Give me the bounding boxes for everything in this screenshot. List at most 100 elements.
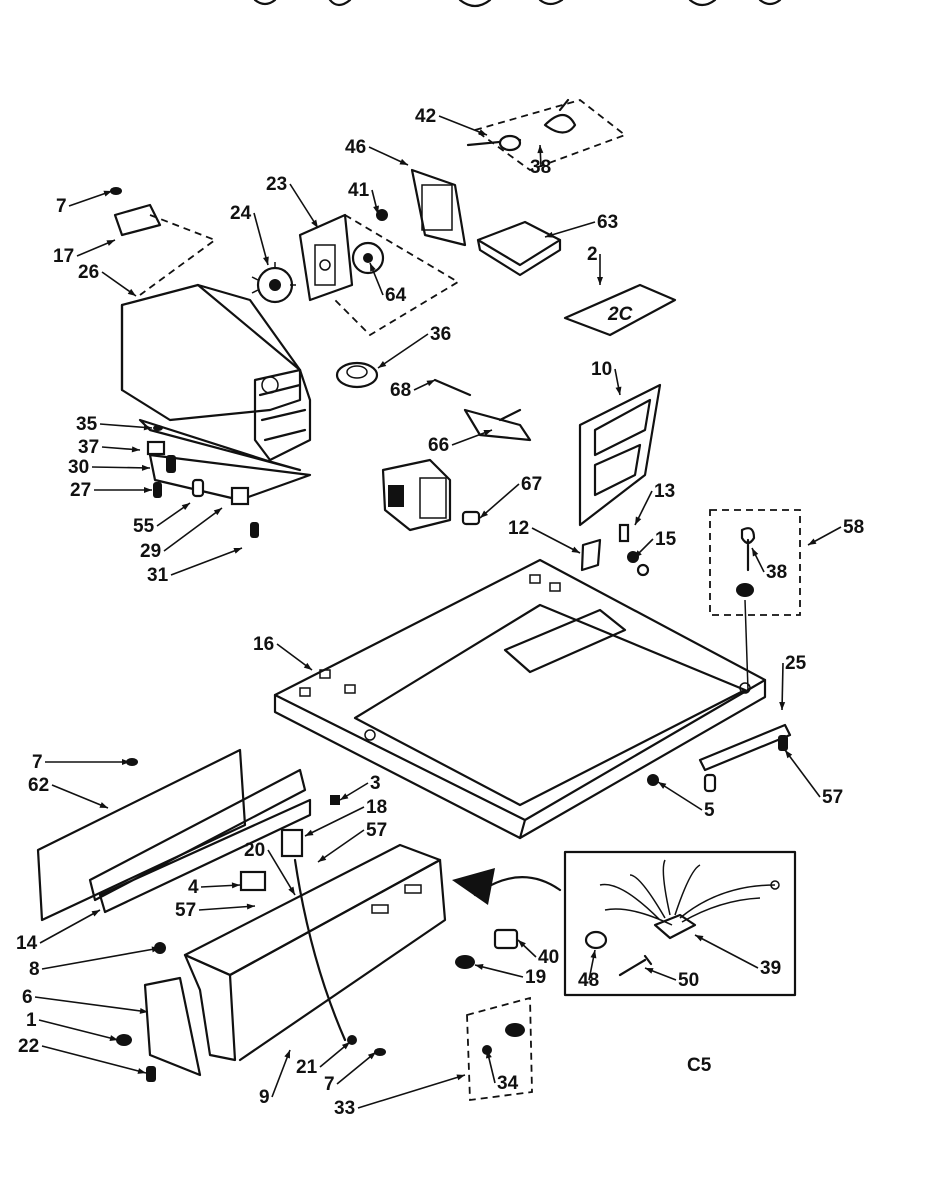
leader-arrowhead-c42 <box>478 129 487 135</box>
rear-panel-part-62 <box>36 748 247 922</box>
callout-label-c15: 15 <box>655 529 677 550</box>
leader-line-c31 <box>170 547 243 576</box>
leader-arrowhead-c9 <box>284 1050 290 1059</box>
callout-label-c57c: 57 <box>175 900 196 921</box>
lock-key-part-38 <box>740 527 756 572</box>
leader-arrowhead-c29 <box>213 508 222 516</box>
callout-label-c14: 14 <box>16 933 38 954</box>
leader-line-c39 <box>694 934 759 969</box>
leader-line-c30 <box>91 466 151 469</box>
callout-label-c1: 1 <box>26 1010 37 1031</box>
leader-arrowhead-c14 <box>91 910 100 917</box>
screw-part-57 <box>778 735 788 751</box>
callout-label-c31: 31 <box>147 565 169 586</box>
leader-arrowhead-c26 <box>127 288 136 296</box>
leader-line-c57b <box>317 829 365 863</box>
label-part-2 <box>563 283 677 337</box>
thermostat-part-66 <box>463 408 532 442</box>
leader-line-c24 <box>253 212 269 266</box>
callout-label-c66: 66 <box>428 435 449 456</box>
leader-line-c12 <box>531 527 581 554</box>
callout-label-c21: 21 <box>296 1057 318 1078</box>
callout-label-c64: 64 <box>385 285 407 306</box>
housing-hardware <box>146 425 259 538</box>
leader-arrowhead-c38b <box>752 548 759 557</box>
label-text: 2C <box>607 304 633 325</box>
knob-clip-part-38 <box>543 98 577 134</box>
leader-arrowhead-c58 <box>808 538 817 545</box>
callout-label-c20: 20 <box>244 840 265 861</box>
leader-arrowhead-c35 <box>143 424 152 431</box>
leader-arrowhead-c25 <box>779 701 786 710</box>
callout-label-c55: 55 <box>133 516 155 537</box>
callout-label-c39: 39 <box>760 958 781 979</box>
callout-label-c22: 22 <box>18 1036 39 1057</box>
callout-label-c6: 6 <box>22 987 33 1008</box>
leader-arrowhead-c10 <box>615 386 622 395</box>
leader-arrowhead-c8 <box>151 946 160 953</box>
switch-part-46 <box>410 134 522 247</box>
leader-arrowhead-c19 <box>475 964 484 970</box>
bracket-part-17 <box>113 203 162 237</box>
dashed-group-33 <box>466 996 533 1102</box>
callout-label-c12: 12 <box>508 518 529 539</box>
leader-arrowhead-c22 <box>137 1068 146 1074</box>
callout-label-c26: 26 <box>78 262 99 283</box>
leader-line-c29 <box>163 507 223 552</box>
harness-part-20 <box>293 858 347 1042</box>
leader-arrowhead-c68 <box>426 380 435 387</box>
callout-label-c58: 58 <box>843 517 864 538</box>
leader-line-c57c <box>198 905 256 911</box>
leader-arrowhead-c66 <box>483 430 492 436</box>
leader-line-c23 <box>289 183 319 229</box>
leader-arrowhead-c33 <box>456 1074 465 1081</box>
leader-line-c67 <box>479 483 520 519</box>
leader-arrowhead-c7c <box>367 1052 376 1060</box>
callout-label-c13: 13 <box>654 481 675 502</box>
leader-line-c7c <box>336 1051 377 1085</box>
part-3 <box>330 795 340 805</box>
callout-label-c67: 67 <box>521 474 542 495</box>
leader-arrowhead-c15 <box>634 550 642 558</box>
timer-assembly-part-23 <box>298 209 460 337</box>
leader-arrowhead-c31 <box>233 548 242 554</box>
wire-part-68 <box>433 378 472 397</box>
leader-arrowhead-c6 <box>139 1007 148 1014</box>
leader-arrowhead-c24 <box>263 256 269 265</box>
leader-arrowhead-c64 <box>370 263 376 272</box>
leader-arrowhead-c37 <box>131 446 140 453</box>
leader-arrowhead-c46 <box>399 158 408 165</box>
leader-arrowhead-c41 <box>373 205 379 214</box>
callout-label-c38a: 38 <box>530 157 551 178</box>
callout-label-c4: 4 <box>188 877 199 898</box>
corner-code: C5 <box>687 1055 712 1076</box>
callout-label-c10: 10 <box>591 359 612 380</box>
leader-arrowhead-c57b <box>318 854 327 862</box>
leader-arrowhead-c18 <box>305 829 314 836</box>
callout-label-c7b: 7 <box>32 752 43 773</box>
callout-label-c25: 25 <box>785 653 807 674</box>
hinge-part-12 <box>580 538 602 572</box>
leader-line-c18 <box>304 806 365 837</box>
callout-label-c57a: 57 <box>822 787 843 808</box>
leader-arrowhead-c3 <box>340 793 349 800</box>
leader-arrowhead-c7b <box>122 759 130 765</box>
part-48 <box>584 930 608 950</box>
callout-label-c35: 35 <box>76 414 98 435</box>
switch-part-4 <box>239 870 267 892</box>
callout-label-c34: 34 <box>497 1073 519 1094</box>
callout-label-c40: 40 <box>538 947 559 968</box>
panel-part-10 <box>578 383 662 527</box>
leader-arrowhead-c38a <box>537 145 544 154</box>
callout-label-c42: 42 <box>415 106 436 127</box>
callout-label-c30: 30 <box>68 457 89 478</box>
leader-arrowhead-c48 <box>590 950 597 959</box>
leader-line-c33 <box>357 1074 466 1109</box>
callout-label-c63: 63 <box>597 212 618 233</box>
leader-arrowhead-c13 <box>635 516 642 525</box>
leader-line-c36 <box>377 333 429 369</box>
leader-line-c9 <box>271 1049 291 1098</box>
leader-arrowhead-c62 <box>99 802 108 808</box>
wire-harness-part-39 <box>599 859 780 940</box>
part-19 <box>455 955 475 969</box>
